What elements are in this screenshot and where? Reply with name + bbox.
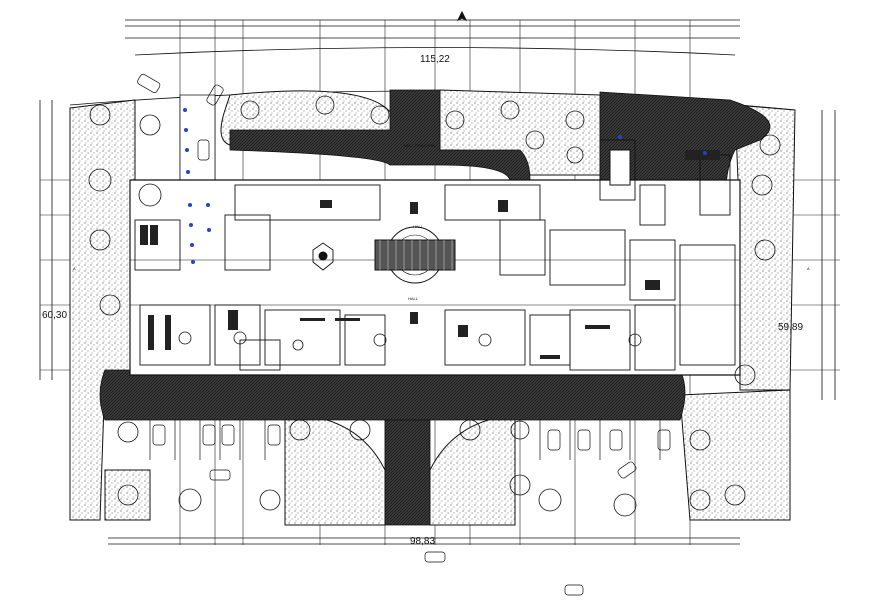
dimension-bottom: 98,83 — [410, 536, 435, 547]
room-partitions — [134, 139, 736, 371]
building-footprint — [129, 179, 741, 376]
hall-label-lower: HALL — [408, 296, 419, 301]
hall-label-upper: HALL — [413, 224, 424, 229]
dimension-frame — [39, 19, 836, 545]
parking-bays — [137, 73, 671, 596]
section-marker-right: A — [807, 266, 810, 271]
dimension-top: 115,22 — [420, 54, 450, 65]
furniture — [140, 149, 720, 359]
ramp-markers — [183, 108, 707, 264]
section-marker-left: A — [73, 266, 76, 271]
dimension-left: 60,30 — [42, 310, 67, 321]
dimension-right: 59,89 — [778, 322, 803, 333]
entrance-sign: HALL PRINCIPAL — [404, 143, 437, 148]
trees — [88, 95, 781, 517]
atrium-feature — [312, 226, 456, 284]
north-arrow-icon — [456, 10, 468, 22]
